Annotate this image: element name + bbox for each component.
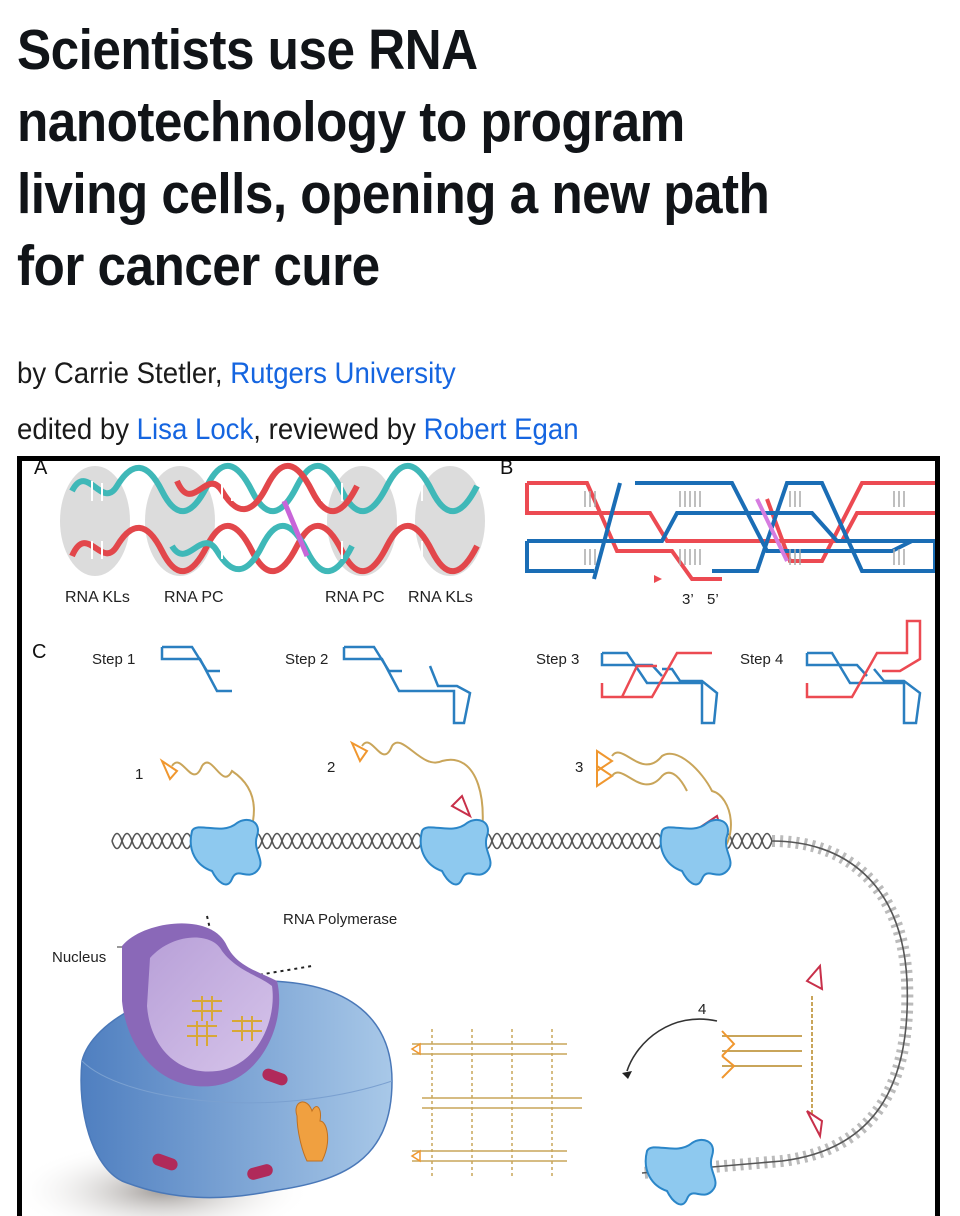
headline-line: for cancer cure xyxy=(17,234,380,298)
stage-4-structure xyxy=(721,963,824,1140)
panel-a-label: A xyxy=(34,457,48,479)
step-4-label: Step 4 xyxy=(740,651,784,668)
step-1-label: Step 1 xyxy=(92,651,136,668)
rna-polymerase-label: RNA Polymerase xyxy=(283,911,398,928)
stage-1-number: 1 xyxy=(135,766,144,783)
headline-line: living cells, opening a new path xyxy=(17,162,770,226)
author-name: Carrie Stetler xyxy=(53,357,215,390)
editor-link[interactable]: Lisa Lock xyxy=(136,413,254,446)
panel-a-helix-model xyxy=(60,463,485,576)
byline-separator: , xyxy=(214,357,231,390)
rna-polymerase-shapes xyxy=(189,818,732,1206)
reviewed-prefix: , reviewed by xyxy=(253,413,424,446)
step-3-label: Step 3 xyxy=(536,651,580,668)
nucleus-label: Nucleus xyxy=(52,949,107,966)
rna-pc-label: RNA PC xyxy=(325,589,385,606)
rna-kls-label: RNA KLs xyxy=(65,589,130,606)
stage-3-number: 3 xyxy=(575,759,584,776)
headline-line: Scientists use RNA xyxy=(17,18,478,82)
five-prime-label: 5’ xyxy=(707,591,719,608)
credits-line: edited by Lisa Lock, reviewed by Robert … xyxy=(17,412,579,448)
article-headline: Scientists use RNA nanotechnology to pro… xyxy=(17,14,953,302)
step-2-label: Step 2 xyxy=(285,651,329,668)
rna-pc-label: RNA PC xyxy=(164,589,224,606)
stage-2-number: 2 xyxy=(327,759,336,776)
stage-4-number: 4 xyxy=(698,1001,707,1018)
article-figure: A B C RNA KLs RNA PC RNA PC RNA KLs 3’ 5… xyxy=(17,456,940,1216)
panel-b-label: B xyxy=(500,457,514,479)
institution-link[interactable]: Rutgers University xyxy=(230,357,456,390)
rna-lattice xyxy=(410,1029,582,1176)
edited-prefix: edited by xyxy=(17,413,137,446)
byline: by Carrie Stetler, Rutgers University xyxy=(17,356,456,392)
rna-kls-label: RNA KLs xyxy=(408,589,473,606)
rna-structures xyxy=(159,740,732,862)
panel-c-step-diagrams xyxy=(160,619,922,725)
cell-illustration xyxy=(22,923,393,1216)
panel-b-strand-schematic xyxy=(525,481,935,583)
byline-prefix: by xyxy=(17,357,54,390)
reviewer-link[interactable]: Robert Egan xyxy=(423,413,579,446)
three-prime-label: 3’ xyxy=(682,591,694,608)
figure-illustration xyxy=(22,463,935,1216)
panel-c-label: C xyxy=(32,641,47,663)
headline-line: nanotechnology to program xyxy=(17,90,685,154)
